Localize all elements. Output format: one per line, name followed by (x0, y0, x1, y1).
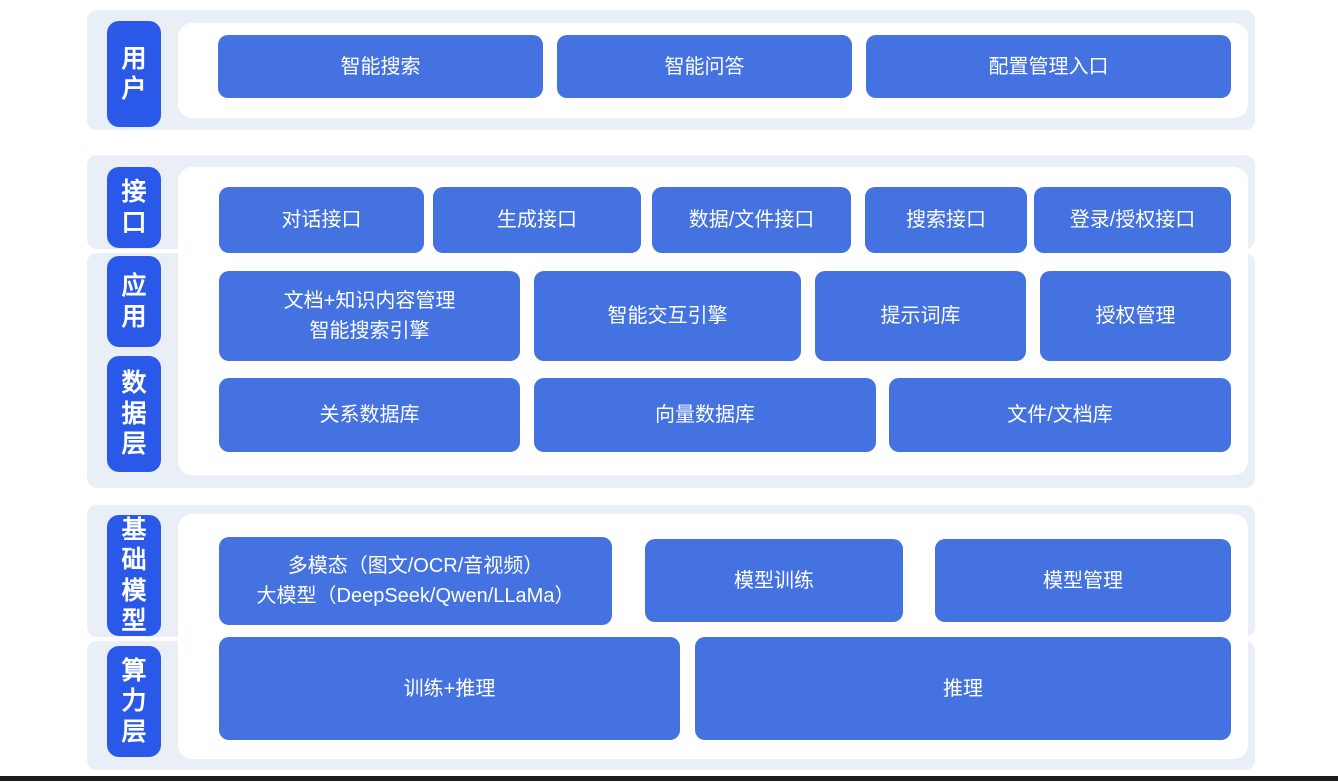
block-file-document-store: 文件/文档库 (889, 378, 1231, 452)
block-config-management-entry: 配置管理入口 (866, 35, 1231, 98)
block-generation-api: 生成接口 (433, 187, 641, 253)
block-smart-interaction-engine: 智能交互引擎 (534, 271, 801, 361)
block-relational-database: 关系数据库 (219, 378, 520, 452)
block-data-file-api: 数据/文件接口 (652, 187, 851, 253)
block-smart-search: 智能搜索 (218, 35, 543, 98)
layer-tab-user: 用户 (107, 21, 161, 127)
layer-tab-compute: 算力层 (107, 646, 161, 757)
block-inference: 推理 (695, 637, 1231, 740)
bottom-divider-bar (0, 776, 1338, 781)
block-model-management: 模型管理 (935, 539, 1231, 622)
layer-tab-interface: 接口 (107, 167, 161, 248)
block-doc-knowledge-search-engine: 文档+知识内容管理 智能搜索引擎 (219, 271, 520, 361)
block-model-training: 模型训练 (645, 539, 903, 622)
block-search-api: 搜索接口 (865, 187, 1027, 253)
layer-tab-application: 应用 (107, 256, 161, 347)
block-dialog-api: 对话接口 (219, 187, 424, 253)
block-smart-qa: 智能问答 (557, 35, 852, 98)
layer-tab-foundation-model: 基础模型 (107, 515, 161, 636)
block-training-plus-inference: 训练+推理 (219, 637, 680, 740)
block-login-auth-api: 登录/授权接口 (1034, 187, 1231, 253)
block-multimodal-large-model: 多模态（图文/OCR/音视频） 大模型（DeepSeek/Qwen/LLaMa） (219, 537, 612, 625)
layer-tab-data: 数据层 (107, 356, 161, 472)
block-vector-database: 向量数据库 (534, 378, 876, 452)
block-prompt-library: 提示词库 (815, 271, 1026, 361)
block-authorization-management: 授权管理 (1040, 271, 1231, 361)
